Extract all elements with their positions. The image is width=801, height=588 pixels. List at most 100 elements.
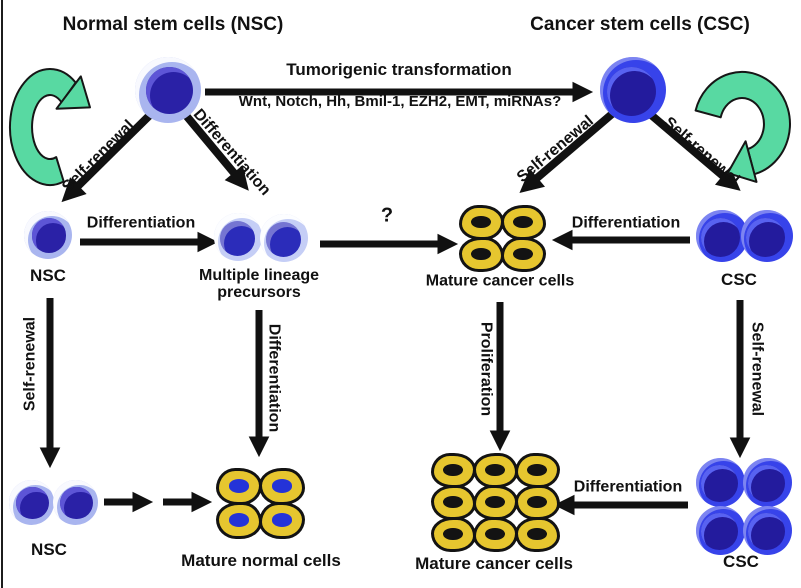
cell-nucleus xyxy=(471,215,491,229)
mature-cancer-tissue-bottom xyxy=(430,452,560,552)
cell-nucleus xyxy=(145,66,194,115)
nsc-cell-mid xyxy=(24,211,72,259)
epithelial-cell xyxy=(514,452,560,488)
mature-normal-tissue xyxy=(215,467,305,539)
epithelial-cell xyxy=(472,484,518,520)
arrow-nsc-self-renewal-diagonal xyxy=(75,110,155,189)
epithelial-cell xyxy=(458,204,504,240)
arrowhead xyxy=(519,168,546,194)
arrowhead xyxy=(572,81,594,103)
cell-nucleus xyxy=(747,513,785,551)
label-multiple-lineage-line1: Multiple lineage xyxy=(198,267,320,285)
arrowhead xyxy=(248,436,270,458)
arrowhead xyxy=(553,494,575,516)
arrow-csc-self-renewal-right xyxy=(647,110,726,180)
epithelial-cell xyxy=(514,516,560,552)
cell-nucleus xyxy=(513,247,533,261)
epithelial-cell xyxy=(430,484,476,520)
epithelial-cell xyxy=(215,501,262,539)
cell-nucleus xyxy=(16,486,49,520)
left-edge-line xyxy=(1,0,3,588)
epithelial-cell xyxy=(430,516,476,552)
arrowhead xyxy=(714,166,741,191)
epithelial-cell xyxy=(215,467,262,505)
label-pathway-genes: Wnt, Notch, Hh, Bmil-1, EZH2, EMT, miRNA… xyxy=(238,93,562,111)
cell-nucleus xyxy=(266,221,302,257)
csc-cell-mid-2 xyxy=(741,210,793,262)
label-proliferation-vertical: Proliferation xyxy=(477,321,495,417)
arrowhead xyxy=(61,177,87,203)
label-multiple-lineage-line2: precursors xyxy=(217,284,301,301)
arrowhead xyxy=(224,165,249,191)
cell-nucleus xyxy=(228,479,249,493)
cell-nucleus xyxy=(271,513,292,527)
arrowhead xyxy=(39,447,61,469)
cell-nucleus xyxy=(747,465,785,503)
cell-nucleus xyxy=(513,215,533,229)
title-normal-stem-cells: Normal stem cells (NSC) xyxy=(62,14,284,36)
csc-cell-mid-1 xyxy=(696,210,748,262)
cell-nucleus xyxy=(471,247,491,261)
epithelial-cell xyxy=(472,452,518,488)
cell-nucleus xyxy=(60,486,93,520)
label-mature-cancer-cells-bottom: Mature cancer cells xyxy=(415,554,573,574)
epithelial-cell xyxy=(258,501,305,539)
precursor-cell-1 xyxy=(214,213,262,261)
label-mature-cancer-cells-mid: Mature cancer cells xyxy=(425,272,575,290)
label-self-renewal-vertical-right: Self-renewal xyxy=(748,321,766,417)
cell-nucleus xyxy=(700,513,738,551)
cell-nucleus xyxy=(220,220,256,256)
arrowhead xyxy=(489,430,511,452)
nsc-stem-cell-top xyxy=(135,57,201,123)
arrowhead xyxy=(132,491,154,513)
csc-cell-bottom-1 xyxy=(696,458,745,507)
epithelial-cell xyxy=(430,452,476,488)
cell-nucleus xyxy=(701,217,741,257)
label-csc-bottom: CSC xyxy=(723,552,759,572)
csc-cell-bottom-2 xyxy=(743,458,792,507)
arrowhead xyxy=(551,229,573,251)
arrowhead xyxy=(729,437,751,459)
cell-nucleus xyxy=(746,217,786,257)
arrowhead xyxy=(197,231,219,253)
label-differentiation-mid-left: Differentiation xyxy=(86,214,196,232)
arrow-nsc-differentiation-diagonal xyxy=(180,110,238,176)
label-question-mark: ? xyxy=(380,204,394,227)
label-mature-normal-cells: Mature normal cells xyxy=(181,551,341,571)
epithelial-cell xyxy=(258,467,305,505)
cycle-arrow-right-icon xyxy=(694,71,791,183)
csc-stem-cell-top xyxy=(600,57,666,123)
label-self-renewal-vertical-left: Self-renewal xyxy=(21,316,39,412)
cell-nucleus xyxy=(527,527,547,541)
label-tumorigenic-transformation: Tumorigenic transformation xyxy=(286,60,512,80)
epithelial-cell xyxy=(472,516,518,552)
epithelial-cell xyxy=(500,204,546,240)
label-nsc-mid: NSC xyxy=(30,266,66,286)
label-differentiation-mid-right: Differentiation xyxy=(571,214,681,232)
cell-nucleus xyxy=(443,527,463,541)
cell-nucleus xyxy=(606,66,657,117)
label-differentiation-vertical-left: Differentiation xyxy=(265,323,283,433)
cell-nucleus xyxy=(228,513,249,527)
cell-nucleus xyxy=(31,218,67,253)
epithelial-cell xyxy=(458,236,504,272)
csc-cell-bottom-3 xyxy=(696,506,745,555)
epithelial-cell xyxy=(500,236,546,272)
cycle-arrow-left-icon xyxy=(8,68,91,186)
arrowhead xyxy=(437,233,459,255)
precursor-cell-2 xyxy=(260,214,308,262)
title-cancer-stem-cells: Cancer stem cells (CSC) xyxy=(530,14,750,36)
cell-nucleus xyxy=(443,463,463,477)
label-multiple-lineage-precursors: Multiple lineage precursors xyxy=(198,267,320,302)
mature-cancer-tissue-mid xyxy=(458,204,546,272)
csc-cell-bottom-4 xyxy=(743,506,792,555)
epithelial-cell xyxy=(514,484,560,520)
label-csc-mid: CSC xyxy=(721,270,757,290)
cell-nucleus xyxy=(527,495,547,509)
arrowhead xyxy=(191,491,213,513)
nsc-cell-bottom-2 xyxy=(53,480,98,525)
cell-nucleus xyxy=(527,463,547,477)
arrow-csc-self-renewal-left xyxy=(534,110,615,182)
